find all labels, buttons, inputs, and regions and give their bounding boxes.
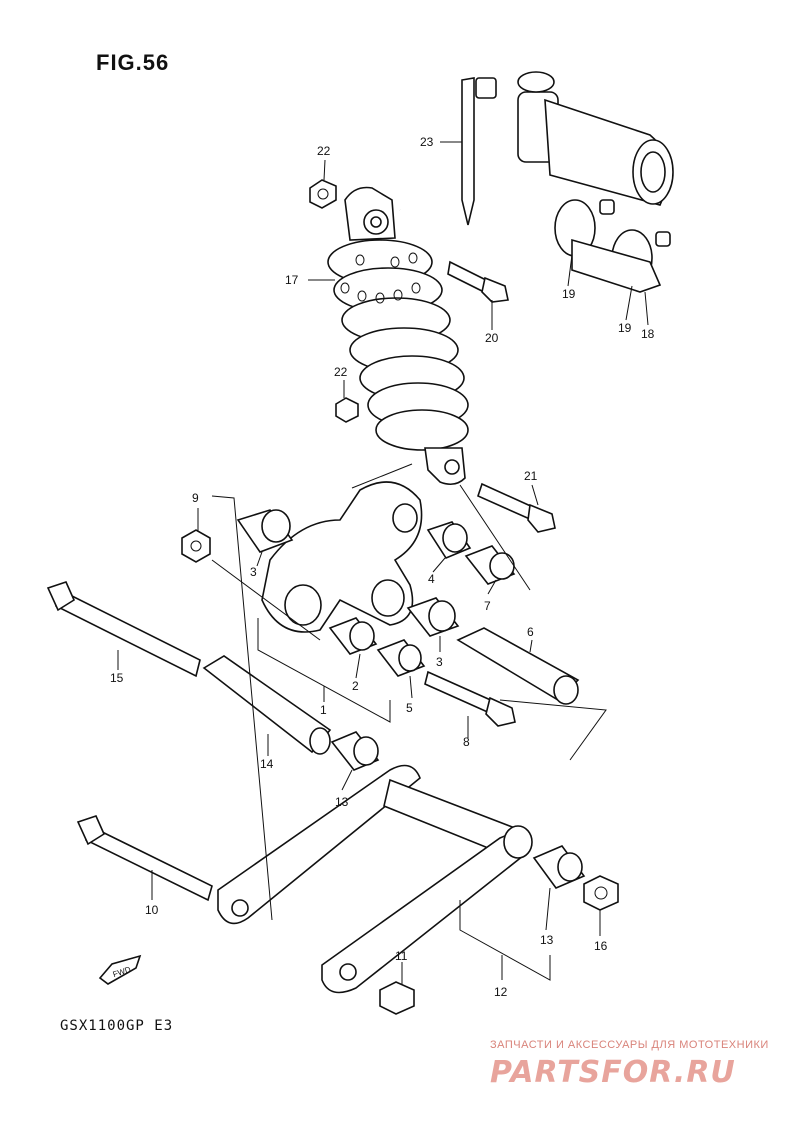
callout-9: 9 (192, 491, 199, 505)
watermark-logo: PARTSFOR.RU (490, 1055, 736, 1090)
fwd-arrow-icon: FWD (98, 954, 142, 985)
nut-16 (583, 875, 619, 911)
bolt-20 (447, 260, 509, 303)
callout-7: 7 (484, 599, 491, 613)
bearing-13-right (532, 845, 586, 889)
callout-20: 20 (485, 331, 499, 345)
callout-4: 4 (428, 572, 435, 586)
callout-23: 23 (420, 135, 434, 149)
callout-14: 14 (260, 757, 274, 771)
spacer-7 (464, 545, 516, 585)
nut-11 (379, 981, 415, 1015)
callout-19b: 19 (618, 321, 632, 335)
callout-2: 2 (352, 679, 359, 693)
callout-21: 21 (524, 469, 538, 483)
callout-13-right: 13 (540, 933, 554, 947)
remote-reservoir (399, 71, 674, 293)
callout-10: 10 (145, 903, 159, 917)
callout-3-lower: 3 (436, 655, 443, 669)
cushion-rod-assembly (217, 764, 533, 994)
callout-22-lower: 22 (334, 365, 348, 379)
nut-22-upper (309, 179, 337, 209)
nut-22-lower (335, 397, 359, 423)
watermark-brand: PARTSFOR.RU (490, 1055, 736, 1090)
bearing-4 (426, 521, 472, 559)
bolt-15 (46, 581, 201, 678)
callout-labels: 22 17 23 19 19 18 20 22 21 9 3 4 7 6 3 2… (110, 135, 655, 999)
callout-19a: 19 (562, 287, 576, 301)
leader-lines (117, 141, 649, 985)
callout-12: 12 (494, 985, 508, 999)
figure-title: FIG.56 (96, 50, 170, 75)
callout-13-left: 13 (335, 795, 349, 809)
callout-5: 5 (406, 701, 413, 715)
callout-17: 17 (285, 273, 299, 287)
callout-8: 8 (463, 735, 470, 749)
watermark-caption: ЗАПЧАСТИ И АКСЕССУАРЫ ДЛЯ МОТОТЕХНИКИ (490, 1039, 769, 1051)
callout-15: 15 (110, 671, 124, 685)
callout-16: 16 (594, 939, 608, 953)
bolt-21 (477, 482, 556, 533)
callout-11: 11 (395, 949, 408, 963)
bearing-2 (328, 617, 378, 655)
model-code: GSX1100GP E3 (60, 1018, 174, 1034)
bearing-3-lower (406, 597, 460, 637)
callout-22-upper: 22 (317, 144, 331, 158)
callout-18: 18 (641, 327, 655, 341)
callout-1: 1 (320, 703, 327, 717)
bearing-3-upper (236, 509, 294, 553)
sleeve-14 (202, 655, 332, 755)
bolt-8 (424, 670, 516, 727)
rear-shock-absorber (327, 186, 469, 486)
cushion-lever (261, 481, 423, 633)
callout-3-upper: 3 (250, 565, 257, 579)
spacer-6 (456, 627, 580, 705)
bearing-13-left (330, 731, 380, 771)
callout-6: 6 (527, 625, 534, 639)
bolt-10 (76, 815, 213, 902)
nut-9 (181, 529, 211, 563)
spacer-5 (376, 639, 426, 677)
